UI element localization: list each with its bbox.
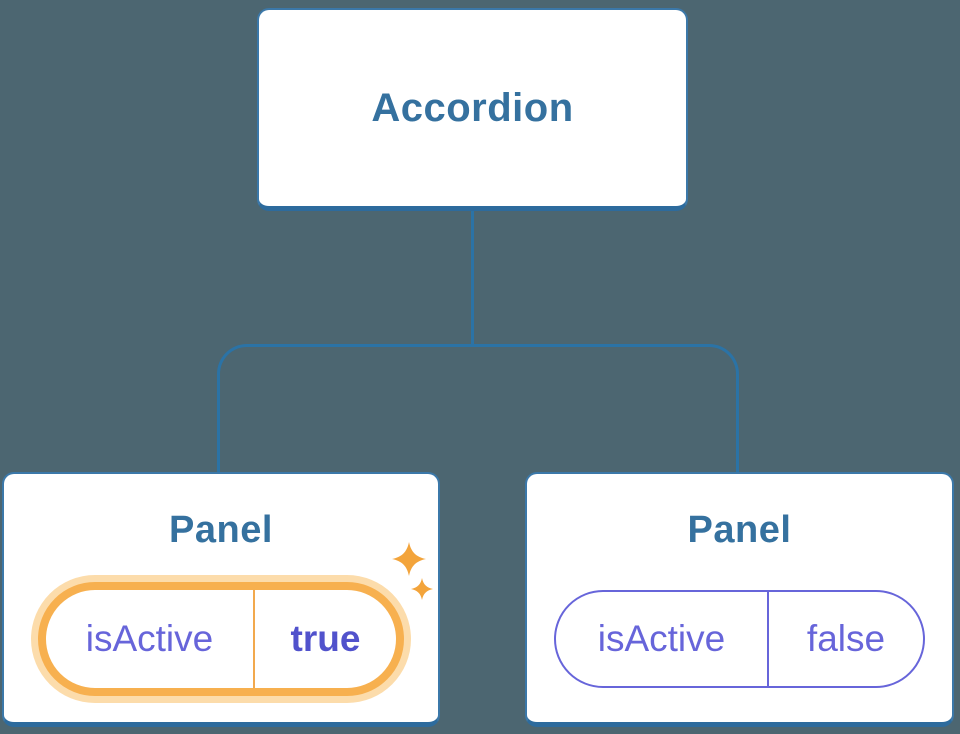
sparkle-icon <box>392 542 426 576</box>
prop-value: true <box>290 618 361 659</box>
panel-node-label: Panel <box>169 509 273 551</box>
prop-value: false <box>806 618 886 659</box>
pill-divider <box>767 592 769 686</box>
panel-node-label: Panel <box>687 509 792 551</box>
connector-branch-lines <box>217 344 739 472</box>
accordion-node-label: Accordion <box>371 85 574 130</box>
sparkle-icon <box>411 578 433 600</box>
prop-pill-active: isActive true <box>38 582 404 696</box>
prop-pill-inactive: isActive false <box>554 590 925 688</box>
prop-name: isActive <box>85 618 214 659</box>
connector-trunk-line <box>471 211 474 347</box>
accordion-node: Accordion <box>257 8 688 211</box>
pill-divider <box>253 590 255 688</box>
prop-name: isActive <box>597 618 726 659</box>
panel-node-active: Panel isActive true <box>2 472 440 727</box>
panel-node-inactive: Panel isActive false <box>525 472 954 727</box>
